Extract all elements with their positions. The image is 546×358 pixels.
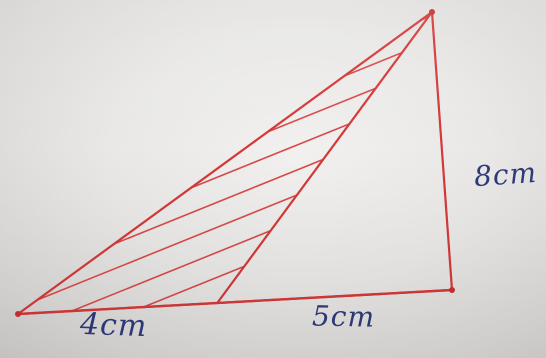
vertex-bottom-left [15, 311, 21, 317]
outer-triangle [16, 10, 454, 316]
label-5cm: 5cm [311, 299, 376, 334]
hatch-line [18, 104, 432, 314]
hatch-line [18, 12, 432, 91]
hatch-line [18, 12, 432, 116]
base-line [16, 288, 454, 316]
hatch-line [18, 79, 432, 291]
vertex-top [429, 9, 435, 15]
hatch-line [18, 12, 432, 216]
hatch-line [18, 129, 432, 314]
hatch-line [18, 29, 432, 241]
vertex-bottom-right [449, 287, 455, 293]
hatch-line [18, 12, 432, 141]
label-4cm: 4cm [79, 306, 148, 345]
label-8cm: 8cm [472, 155, 539, 194]
hatching [18, 12, 432, 314]
inner-line [216, 10, 434, 304]
